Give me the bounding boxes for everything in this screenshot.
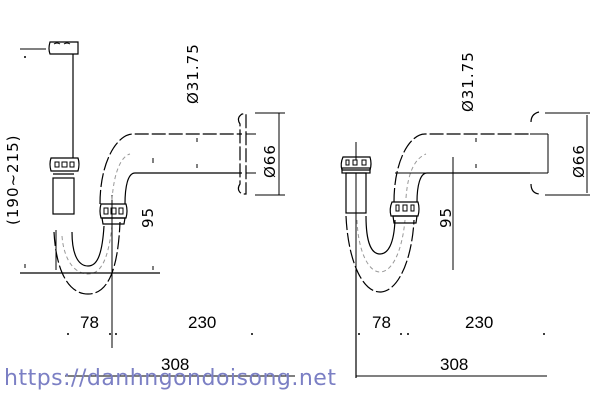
left-height-range-label: (190~215) <box>4 134 22 225</box>
right-flange-diameter-label: Ø66 <box>570 144 588 178</box>
right-dim-total-label: 308 <box>440 355 468 374</box>
left-dim-78-label: 78 <box>80 313 99 332</box>
left-pipe-diameter-label: Ø31.75 <box>184 43 202 104</box>
right-dim-78-label: 78 <box>372 313 391 332</box>
left-dim-total-label: 308 <box>161 355 189 374</box>
left-dim-230-label: 230 <box>188 313 216 332</box>
left-flange-diameter-label: Ø66 <box>261 144 279 178</box>
right-dim-230-label: 230 <box>465 313 493 332</box>
right-trap-drawing <box>340 111 590 378</box>
right-vertical-offset-label: 95 <box>437 207 455 228</box>
watermark-url: https://danhngondoisong.net <box>4 366 337 391</box>
left-vertical-offset-label: 95 <box>139 207 157 228</box>
right-pipe-diameter-label: Ø31.75 <box>459 51 477 112</box>
left-trap-drawing <box>20 41 295 377</box>
